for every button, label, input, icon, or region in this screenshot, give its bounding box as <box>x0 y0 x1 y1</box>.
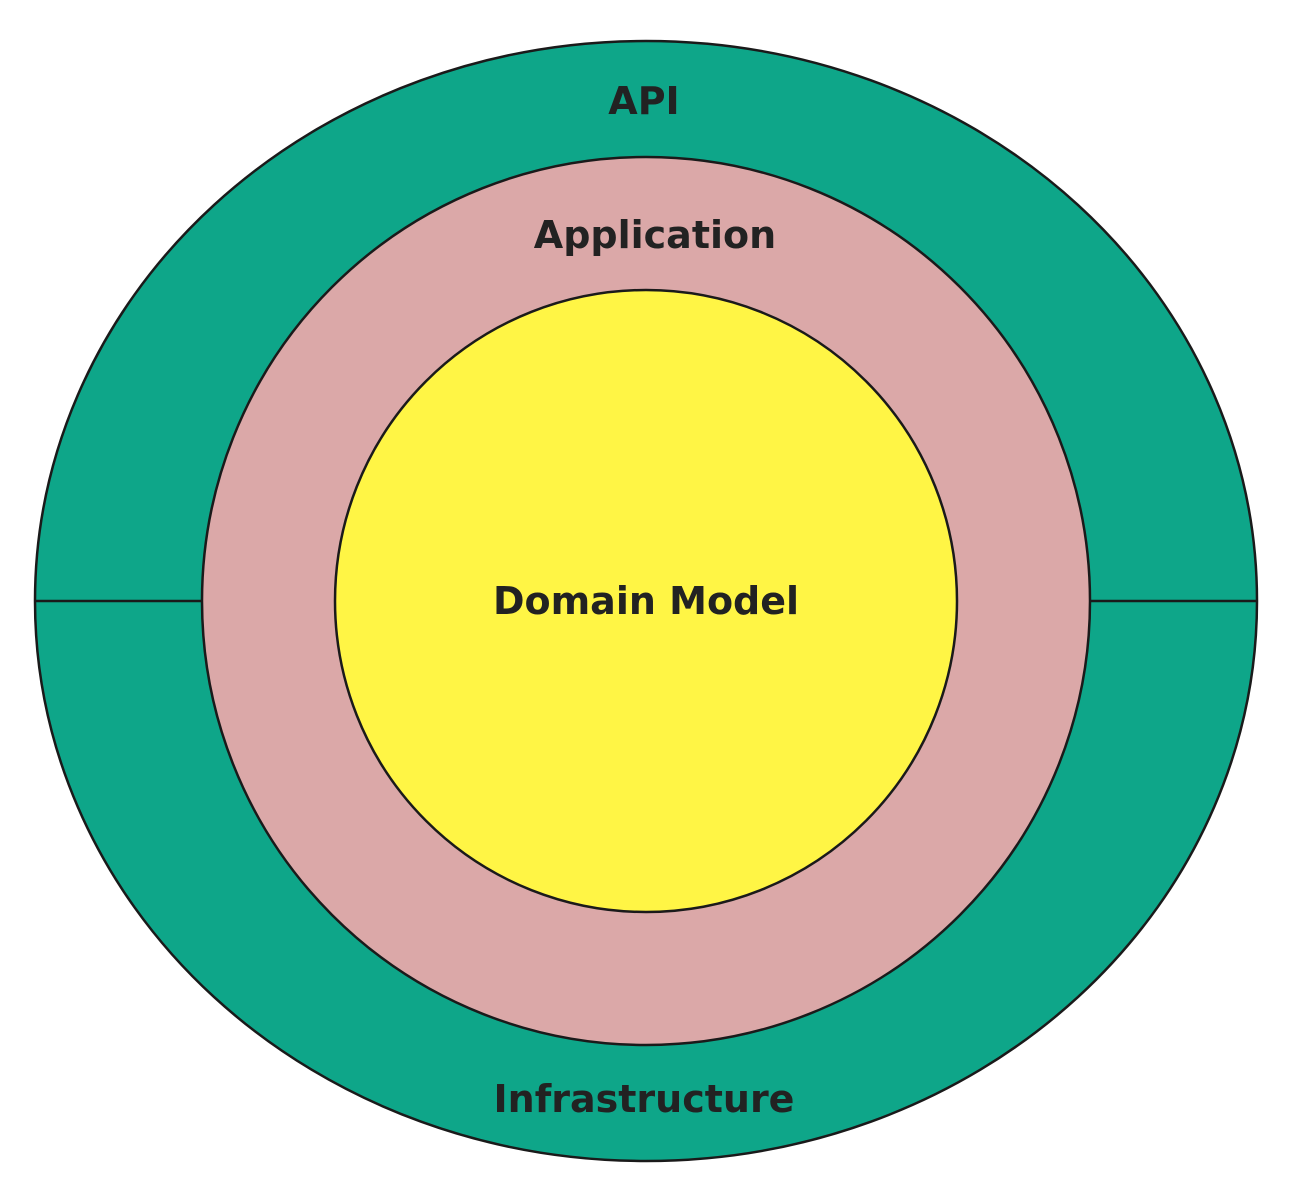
infrastructure-layer-label: Infrastructure <box>494 1077 795 1121</box>
application-layer-label: Application <box>534 213 776 257</box>
domain-model-label: Domain Model <box>493 579 799 623</box>
domain-model-circle <box>333 288 959 914</box>
api-layer-label: API <box>608 79 679 123</box>
